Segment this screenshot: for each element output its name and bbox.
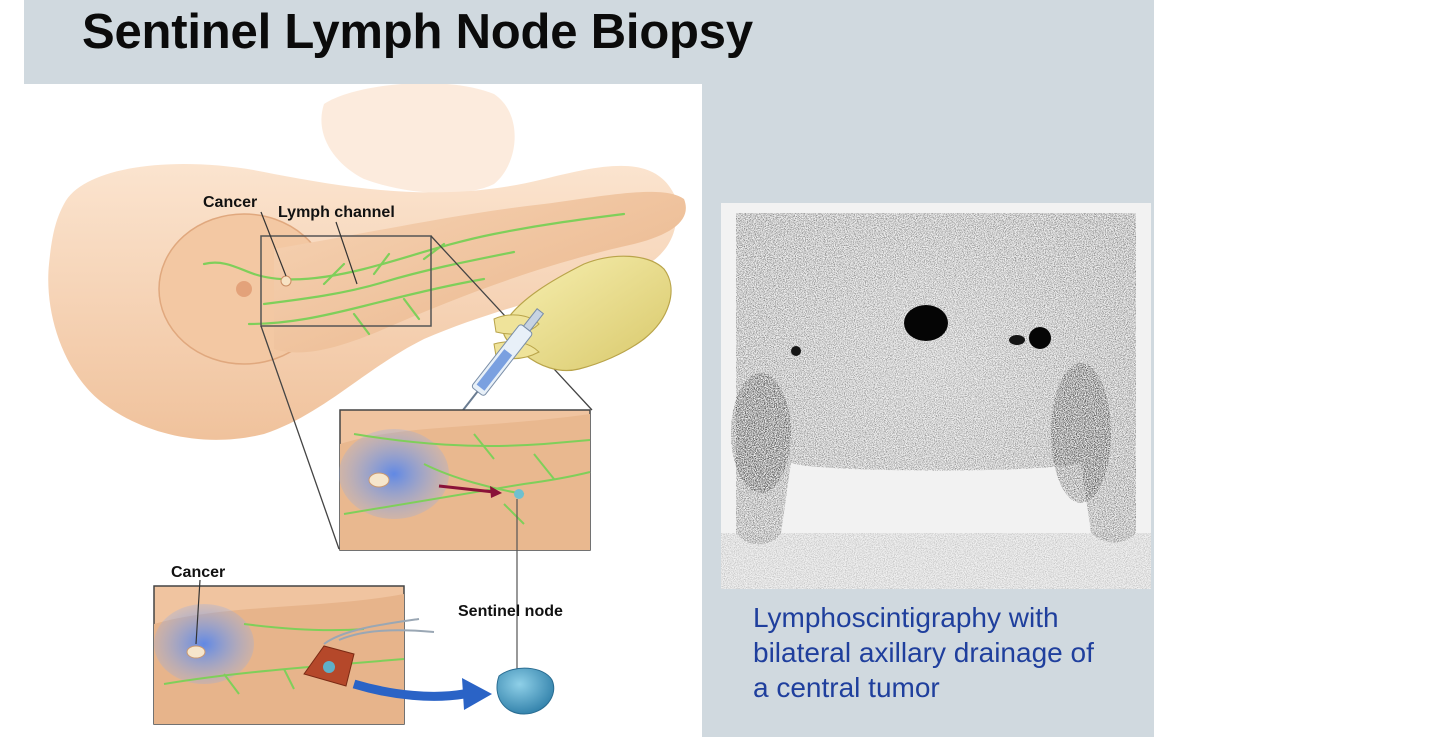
sentinel-node-icon	[496, 667, 555, 715]
caption-line-1: Lymphoscintigraphy with	[753, 602, 1059, 633]
lymphoscintigraphy-image	[721, 203, 1151, 589]
label-cancer-top: Cancer	[203, 194, 257, 211]
caption-line-3: a central tumor	[753, 672, 940, 703]
label-sentinel-node: Sentinel node	[458, 603, 563, 620]
excision-inset	[153, 585, 435, 725]
label-cancer-bottom: Cancer	[171, 564, 225, 581]
page-title: Sentinel Lymph Node Biopsy	[82, 5, 753, 59]
biopsy-illustration: Cancer Lymph channel	[24, 84, 702, 737]
label-lymph-channel: Lymph channel	[278, 204, 395, 221]
slide: Sentinel Lymph Node Biopsy	[24, 0, 1154, 737]
injection-inset	[339, 409, 591, 551]
caption-line-2: bilateral axillary drainage of	[753, 637, 1094, 668]
scan-caption: Lymphoscintigraphy with bilateral axilla…	[753, 600, 1153, 705]
